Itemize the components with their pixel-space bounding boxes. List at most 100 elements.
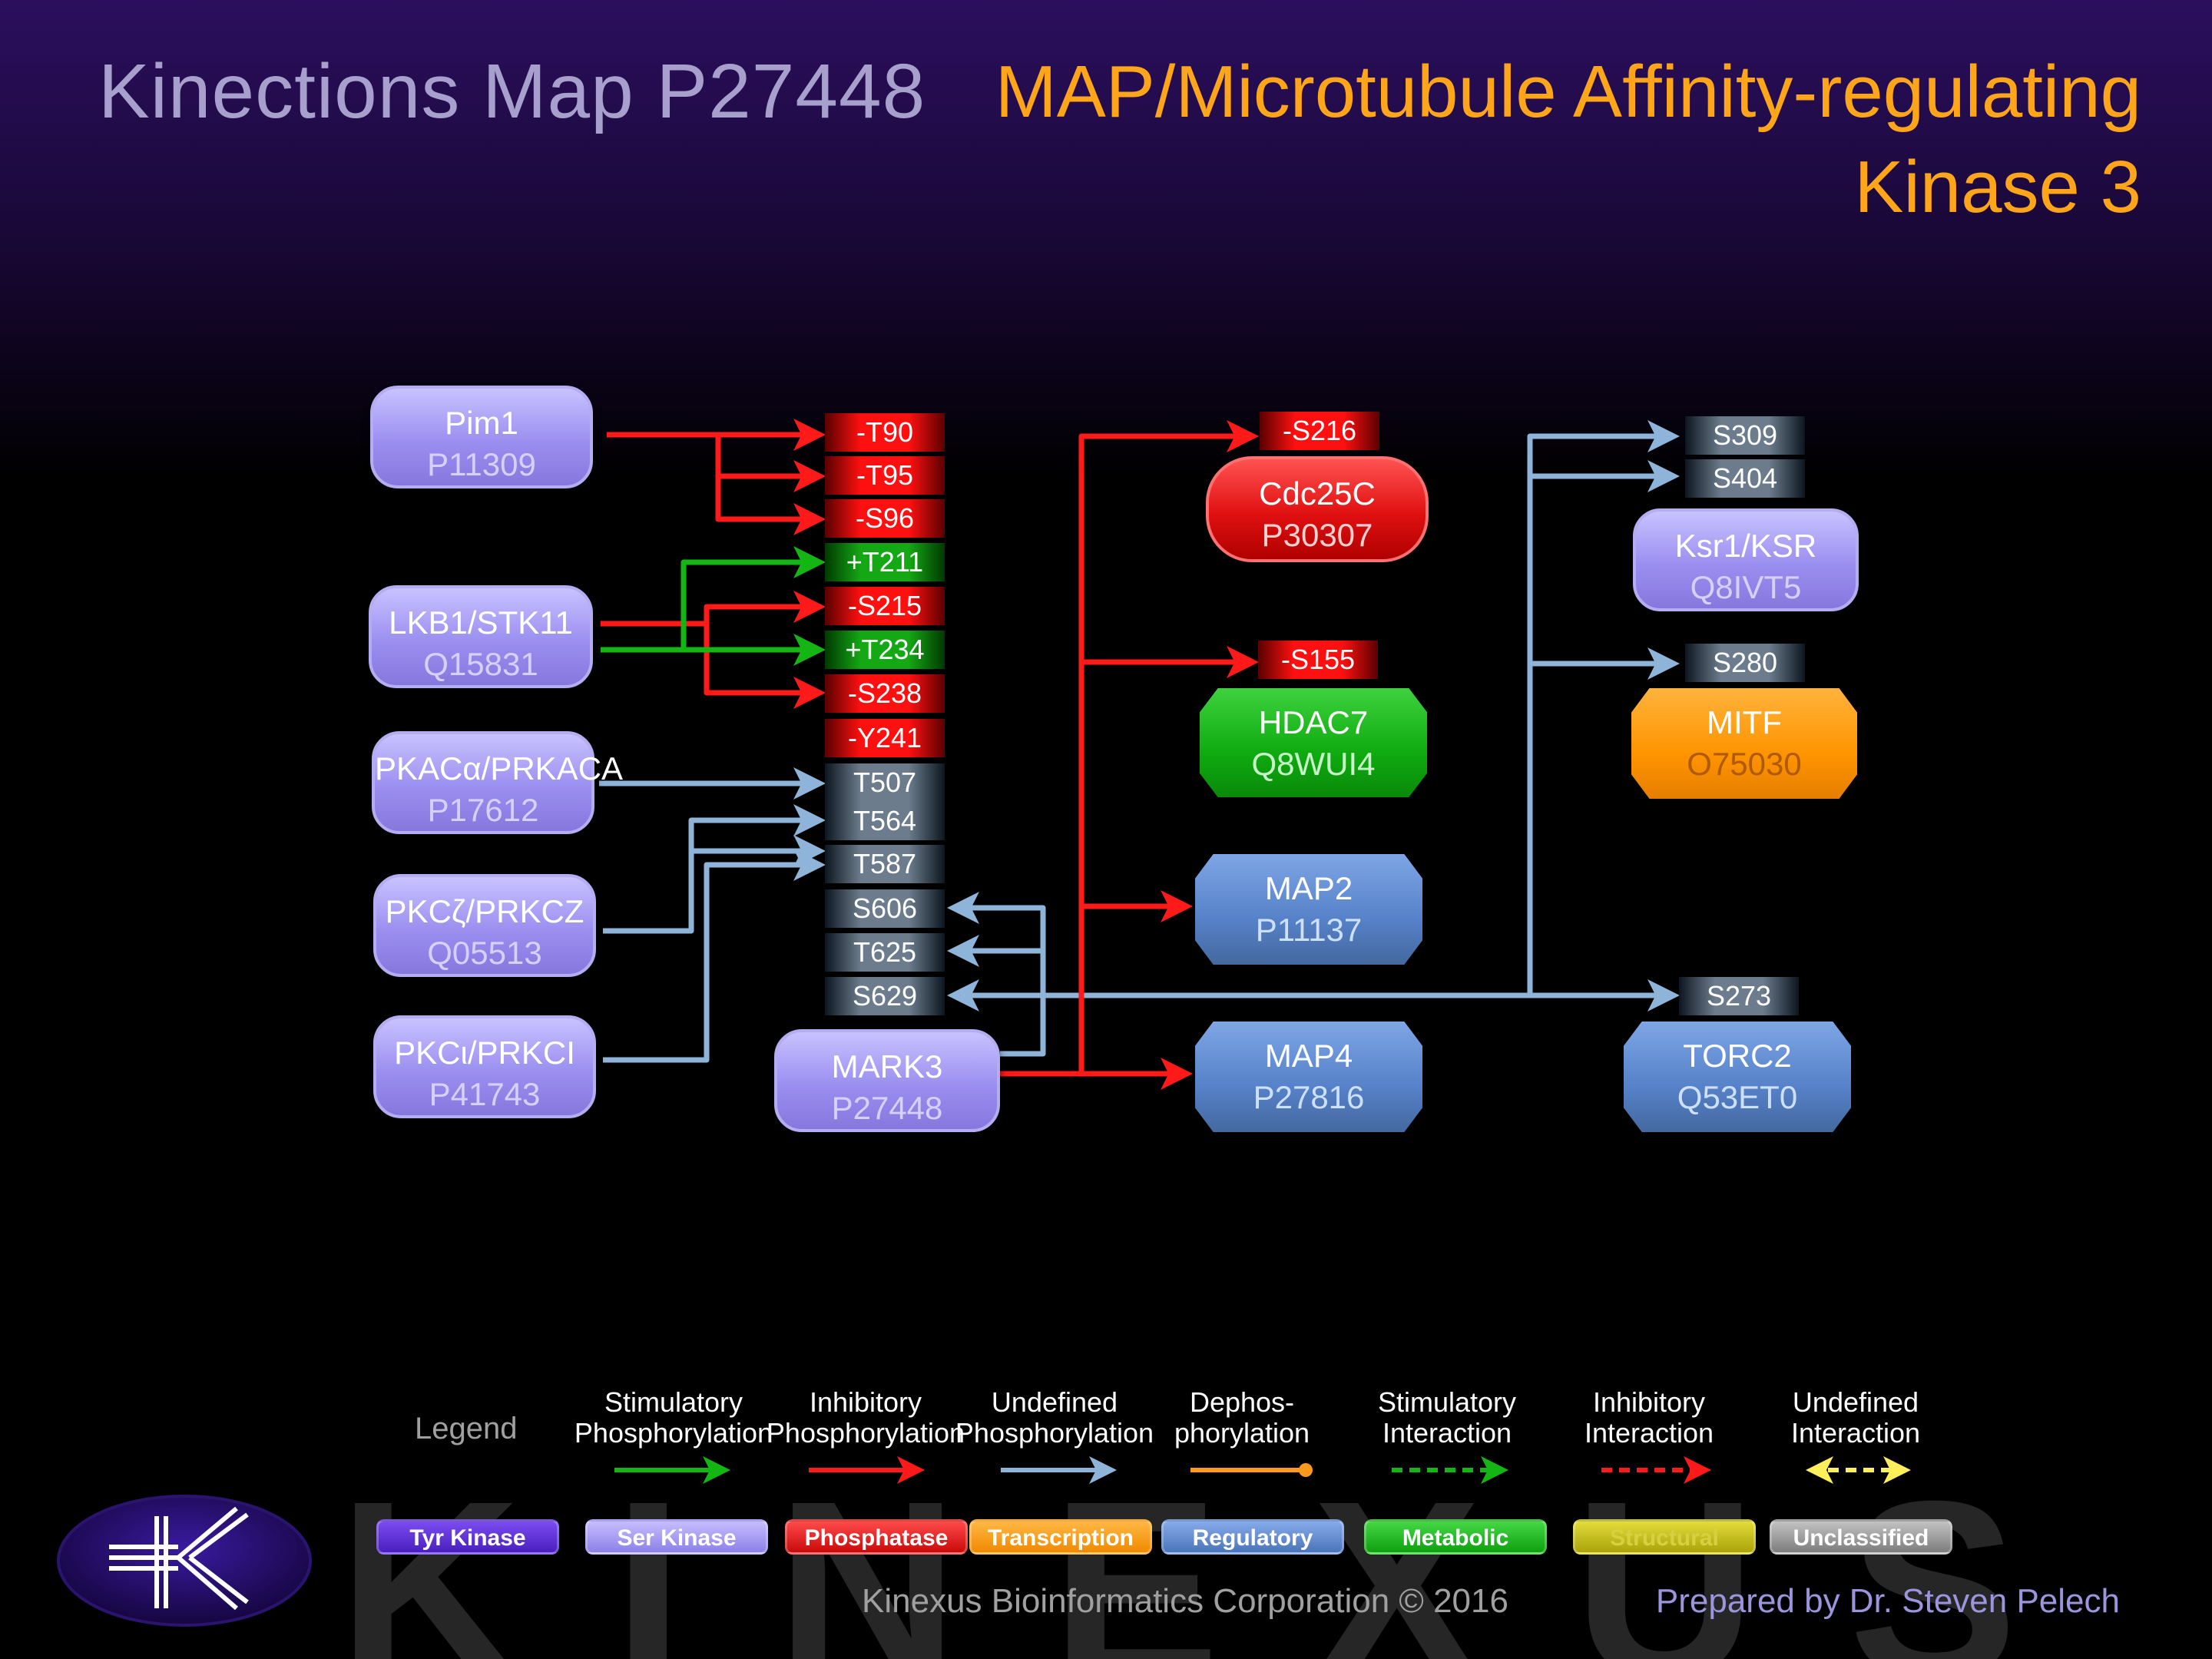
site-s629[interactable]: S629 <box>825 977 945 1015</box>
site-mitf-s280[interactable]: S280 <box>1685 644 1805 682</box>
legend-cat-phosphatase: Phosphatase <box>785 1519 968 1555</box>
node-ksr1-ksr[interactable]: Ksr1/KSR Q8IVT5 <box>1633 508 1859 611</box>
node-map4[interactable]: MAP4 P27816 <box>1195 1022 1422 1132</box>
node-lkb1-stk11[interactable]: LKB1/STK11 Q15831 <box>369 585 593 688</box>
node-accession: O75030 <box>1687 746 1802 782</box>
legend-cat-regulatory: Regulatory <box>1161 1519 1344 1555</box>
node-name: PKCι/PRKCI <box>394 1035 575 1071</box>
legend-stimulatory-phosphorylation: Stimulatory Phosphorylation <box>566 1387 781 1449</box>
node-name: MITF <box>1707 704 1782 740</box>
protein-full-name: MAP/Microtubule Affinity-regulating Kina… <box>912 45 2141 235</box>
node-accession: P27448 <box>831 1090 943 1126</box>
node-name: PKACα/PRKACA <box>375 750 624 786</box>
legend-cat-metabolic: Metabolic <box>1364 1519 1547 1555</box>
site-t95[interactable]: -T95 <box>825 456 945 495</box>
protein-name-line1: MAP/Microtubule Affinity-regulating <box>995 51 2141 133</box>
site-cdc25c-s216[interactable]: -S216 <box>1260 412 1379 450</box>
site-s238[interactable]: -S238 <box>825 674 945 713</box>
legend-label-line2: Phosphorylation <box>955 1417 1154 1449</box>
site-t211[interactable]: +T211 <box>825 543 945 581</box>
node-name: Cdc25C <box>1259 475 1376 512</box>
node-hdac7[interactable]: HDAC7 Q8WUI4 <box>1200 688 1427 797</box>
site-torc2-s273[interactable]: S273 <box>1679 977 1799 1015</box>
node-name: MARK3 <box>831 1048 943 1084</box>
footer-credit: Prepared by Dr. Steven Pelech <box>1655 1582 2120 1620</box>
node-pkci-prkci[interactable]: PKCι/PRKCI P41743 <box>373 1015 596 1118</box>
node-accession: P27816 <box>1253 1079 1365 1115</box>
node-pim1[interactable]: Pim1 P11309 <box>370 386 593 488</box>
node-cdc25c[interactable]: Cdc25C P30307 <box>1206 456 1429 562</box>
site-t90[interactable]: -T90 <box>825 413 945 452</box>
legend-label-line1: Stimulatory <box>1377 1386 1517 1418</box>
legend-label-line2: Phosphorylation <box>766 1417 965 1449</box>
node-accession: P30307 <box>1261 517 1373 553</box>
kinexus-logo-icon <box>57 1495 312 1627</box>
node-accession: Q15831 <box>423 646 538 682</box>
legend-title: Legend <box>415 1412 518 1445</box>
node-torc2[interactable]: TORC2 Q53ET0 <box>1624 1022 1851 1132</box>
site-s606[interactable]: S606 <box>825 889 945 928</box>
node-accession: P11137 <box>1255 912 1363 948</box>
legend-inhibitory-phosphorylation: Inhibitory Phosphorylation <box>758 1387 973 1449</box>
lkb1-inhibitory-arrows <box>601 591 826 709</box>
legend-label-line2: Interaction <box>1584 1417 1714 1449</box>
pim1-arrows <box>607 419 826 535</box>
legend-cat-unclassified: Unclassified <box>1770 1519 1952 1555</box>
legend-label-line2: Interaction <box>1790 1417 1921 1449</box>
node-accession: Q8WUI4 <box>1251 746 1376 782</box>
node-mark3-central[interactable]: MARK3 P27448 <box>774 1029 1000 1132</box>
map-title: Kinections Map P27448 <box>98 48 926 134</box>
node-pkcz-prkcz[interactable]: PKCζ/PRKCZ Q05513 <box>373 874 596 977</box>
node-accession: Q53ET0 <box>1677 1079 1798 1115</box>
legend-undefined-interaction: Undefined Interaction <box>1748 1387 1963 1449</box>
site-t625[interactable]: T625 <box>825 933 945 972</box>
node-mitf[interactable]: MITF O75030 <box>1631 688 1857 799</box>
node-name: MAP4 <box>1264 1038 1353 1074</box>
legend-cat-transcription: Transcription <box>969 1519 1152 1555</box>
node-accession: P41743 <box>429 1076 541 1112</box>
legend-label-line2: phorylation <box>1174 1417 1310 1449</box>
site-t587[interactable]: T587 <box>825 845 945 883</box>
node-accession: P17612 <box>427 792 539 828</box>
site-hdac7-s155[interactable]: -S155 <box>1258 641 1378 679</box>
node-name: Ksr1/KSR <box>1674 528 1817 564</box>
legend-cat-ser-kinase: Ser Kinase <box>585 1519 768 1555</box>
site-s96[interactable]: -S96 <box>825 499 945 538</box>
mark3-inhibitory-arrows <box>1000 420 1259 1090</box>
site-ksr1-s309[interactable]: S309 <box>1685 416 1805 455</box>
node-accession: P11309 <box>427 446 536 482</box>
node-name: TORC2 <box>1683 1038 1792 1074</box>
legend-label-line1: Dephos- <box>1189 1386 1295 1418</box>
legend-undefined-phosphorylation: Undefined Phosphorylation <box>947 1387 1162 1449</box>
node-name: PKCζ/PRKCZ <box>385 893 584 929</box>
node-accession: Q05513 <box>427 935 542 971</box>
legend-inhibitory-interaction: Inhibitory Interaction <box>1541 1387 1757 1449</box>
kinexus-watermark: KINEXUS <box>338 1448 2110 1659</box>
protein-name-line2: Kinase 3 <box>1854 146 2141 228</box>
node-map2[interactable]: MAP2 P11137 <box>1195 854 1422 965</box>
lkb1-stimulatory-arrows <box>601 546 826 666</box>
legend-arrows <box>614 1456 1911 1484</box>
legend-cat-tyr-kinase: Tyr Kinase <box>376 1519 559 1555</box>
legend-label-line1: Undefined <box>991 1386 1118 1418</box>
legend-cat-structural: Structural <box>1573 1519 1756 1555</box>
node-name: HDAC7 <box>1258 704 1369 740</box>
node-name: LKB1/STK11 <box>389 604 573 641</box>
node-name: Pim1 <box>445 405 518 441</box>
legend-label-line1: Undefined <box>1792 1386 1919 1418</box>
site-t507[interactable]: T507 <box>825 763 945 802</box>
legend-stimulatory-interaction: Stimulatory Interaction <box>1339 1387 1555 1449</box>
legend-dephosphorylation: Dephos- phorylation <box>1134 1387 1349 1449</box>
site-t234[interactable]: +T234 <box>825 631 945 669</box>
site-y241[interactable]: -Y241 <box>825 719 945 757</box>
node-pkaca-prkaca[interactable]: PKACα/PRKACA P17612 <box>372 731 624 834</box>
site-s215[interactable]: -S215 <box>825 587 945 625</box>
site-ksr1-s404[interactable]: S404 <box>1685 459 1805 498</box>
undefined-phosphorylation-arrows <box>599 420 1680 1063</box>
legend-label-line2: Phosphorylation <box>574 1417 773 1449</box>
site-t564[interactable]: T564 <box>825 802 945 840</box>
legend-label-line1: Inhibitory <box>809 1386 922 1418</box>
node-accession: Q8IVT5 <box>1690 569 1802 605</box>
